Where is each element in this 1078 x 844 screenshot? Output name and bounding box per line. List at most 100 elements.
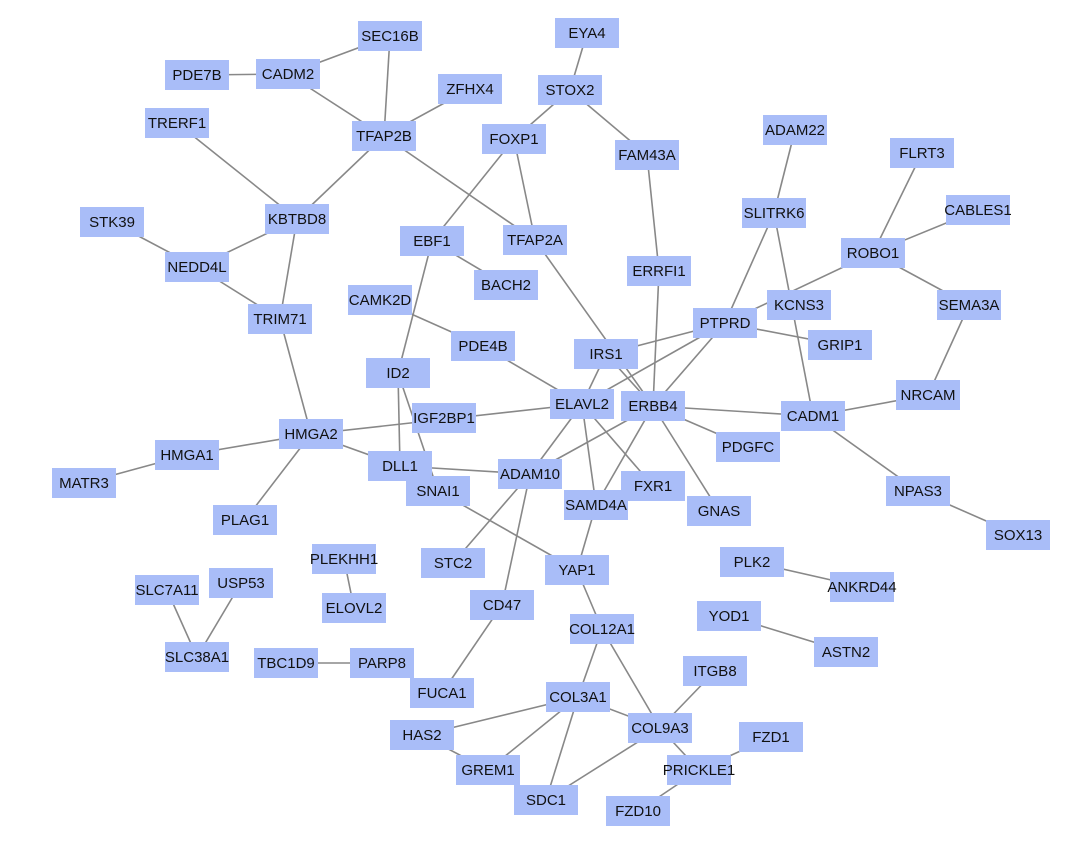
node-label: ELOVL2 (325, 599, 383, 617)
node-bach2[interactable]: BACH2 (474, 270, 538, 300)
node-slc38a1[interactable]: SLC38A1 (165, 642, 229, 672)
node-prickle1[interactable]: PRICKLE1 (663, 755, 735, 785)
node-fam43a[interactable]: FAM43A (615, 140, 679, 170)
node-cables1[interactable]: CABLES1 (944, 195, 1012, 225)
node-col12a1[interactable]: COL12A1 (569, 614, 635, 644)
node-col3a1[interactable]: COL3A1 (546, 682, 610, 712)
node-tbc1d9[interactable]: TBC1D9 (254, 648, 318, 678)
node-npas3[interactable]: NPAS3 (886, 476, 950, 506)
node-hmga1[interactable]: HMGA1 (155, 440, 219, 470)
node-label: FZD1 (752, 728, 790, 746)
node-elavl2[interactable]: ELAVL2 (550, 389, 614, 419)
node-label: ZFHX4 (446, 80, 494, 98)
node-nedd4l[interactable]: NEDD4L (165, 252, 229, 282)
node-tfap2a[interactable]: TFAP2A (503, 225, 567, 255)
node-label: KBTBD8 (267, 210, 327, 228)
node-flrt3[interactable]: FLRT3 (890, 138, 954, 168)
node-slitrk6[interactable]: SLITRK6 (742, 198, 806, 228)
node-igf2bp1[interactable]: IGF2BP1 (412, 403, 476, 433)
node-label: EYA4 (568, 24, 606, 42)
node-pdgfc[interactable]: PDGFC (716, 432, 780, 462)
node-tfap2b[interactable]: TFAP2B (352, 121, 416, 151)
node-label: TBC1D9 (257, 654, 315, 672)
node-adam22[interactable]: ADAM22 (763, 115, 827, 145)
node-label: SDC1 (525, 791, 566, 809)
node-kcns3[interactable]: KCNS3 (767, 290, 831, 320)
node-irs1[interactable]: IRS1 (574, 339, 638, 369)
node-sema3a[interactable]: SEMA3A (937, 290, 1001, 320)
node-errfi1[interactable]: ERRFI1 (627, 256, 691, 286)
node-stc2[interactable]: STC2 (421, 548, 485, 578)
node-snai1[interactable]: SNAI1 (406, 476, 470, 506)
node-fzd10[interactable]: FZD10 (606, 796, 670, 826)
node-label: HAS2 (402, 726, 442, 744)
node-plag1[interactable]: PLAG1 (213, 505, 277, 535)
node-yap1[interactable]: YAP1 (545, 555, 609, 585)
node-trim71[interactable]: TRIM71 (248, 304, 312, 334)
node-parp8[interactable]: PARP8 (350, 648, 414, 678)
node-sox13[interactable]: SOX13 (986, 520, 1050, 550)
node-label: ITGB8 (693, 662, 737, 680)
node-slc7a11[interactable]: SLC7A11 (135, 575, 199, 605)
node-label: ADAM22 (764, 121, 826, 139)
node-label: NEDD4L (167, 258, 227, 276)
node-nrcam[interactable]: NRCAM (896, 380, 960, 410)
node-kbtbd8[interactable]: KBTBD8 (265, 204, 329, 234)
node-samd4a[interactable]: SAMD4A (564, 490, 628, 520)
node-stk39[interactable]: STK39 (80, 207, 144, 237)
node-cadm2[interactable]: CADM2 (256, 59, 320, 89)
node-cadm1[interactable]: CADM1 (781, 401, 845, 431)
node-sdc1[interactable]: SDC1 (514, 785, 578, 815)
node-plk2[interactable]: PLK2 (720, 547, 784, 577)
edge-elavl2-samd4a (581, 403, 597, 506)
node-label: PTPRD (699, 314, 751, 332)
node-fuca1[interactable]: FUCA1 (410, 678, 474, 708)
node-fzd1[interactable]: FZD1 (739, 722, 803, 752)
node-ankrd44[interactable]: ANKRD44 (827, 572, 897, 602)
node-zfhx4[interactable]: ZFHX4 (438, 74, 502, 104)
node-has2[interactable]: HAS2 (390, 720, 454, 750)
node-label: MATR3 (59, 474, 109, 492)
node-label: SLC38A1 (164, 648, 230, 666)
node-pde4b[interactable]: PDE4B (451, 331, 515, 361)
node-id2[interactable]: ID2 (366, 358, 430, 388)
node-yod1[interactable]: YOD1 (697, 601, 761, 631)
node-stox2[interactable]: STOX2 (538, 75, 602, 105)
node-label: IRS1 (589, 345, 623, 363)
edge-errfi1-erbb4 (652, 270, 660, 407)
node-label: TFAP2B (356, 127, 412, 145)
node-gnas[interactable]: GNAS (687, 496, 751, 526)
node-foxp1[interactable]: FOXP1 (482, 124, 546, 154)
node-label: COL9A3 (631, 719, 689, 737)
node-grem1[interactable]: GREM1 (456, 755, 520, 785)
node-sec16b[interactable]: SEC16B (358, 21, 422, 51)
node-label: GRIP1 (817, 336, 863, 354)
node-label: CABLES1 (944, 201, 1012, 219)
node-fxr1[interactable]: FXR1 (621, 471, 685, 501)
node-label: ROBO1 (846, 244, 900, 262)
node-label: FUCA1 (417, 684, 467, 702)
node-grip1[interactable]: GRIP1 (808, 330, 872, 360)
node-camk2d[interactable]: CAMK2D (348, 285, 412, 315)
node-ebf1[interactable]: EBF1 (400, 226, 464, 256)
node-eya4[interactable]: EYA4 (555, 18, 619, 48)
node-label: YAP1 (558, 561, 596, 579)
node-robo1[interactable]: ROBO1 (841, 238, 905, 268)
node-astn2[interactable]: ASTN2 (814, 637, 878, 667)
node-hmga2[interactable]: HMGA2 (279, 419, 343, 449)
node-trerf1[interactable]: TRERF1 (145, 108, 209, 138)
node-adam10[interactable]: ADAM10 (498, 459, 562, 489)
node-label: COL3A1 (549, 688, 607, 706)
node-usp53[interactable]: USP53 (209, 568, 273, 598)
node-cd47[interactable]: CD47 (470, 590, 534, 620)
node-pde7b[interactable]: PDE7B (165, 60, 229, 90)
node-col9a3[interactable]: COL9A3 (628, 713, 692, 743)
node-matr3[interactable]: MATR3 (52, 468, 116, 498)
node-label: FZD10 (615, 802, 661, 820)
node-plekhh1[interactable]: PLEKHH1 (310, 544, 378, 574)
node-label: FLRT3 (899, 144, 945, 162)
node-erbb4[interactable]: ERBB4 (621, 391, 685, 421)
node-ptprd[interactable]: PTPRD (693, 308, 757, 338)
node-itgb8[interactable]: ITGB8 (683, 656, 747, 686)
node-elovl2[interactable]: ELOVL2 (322, 593, 386, 623)
